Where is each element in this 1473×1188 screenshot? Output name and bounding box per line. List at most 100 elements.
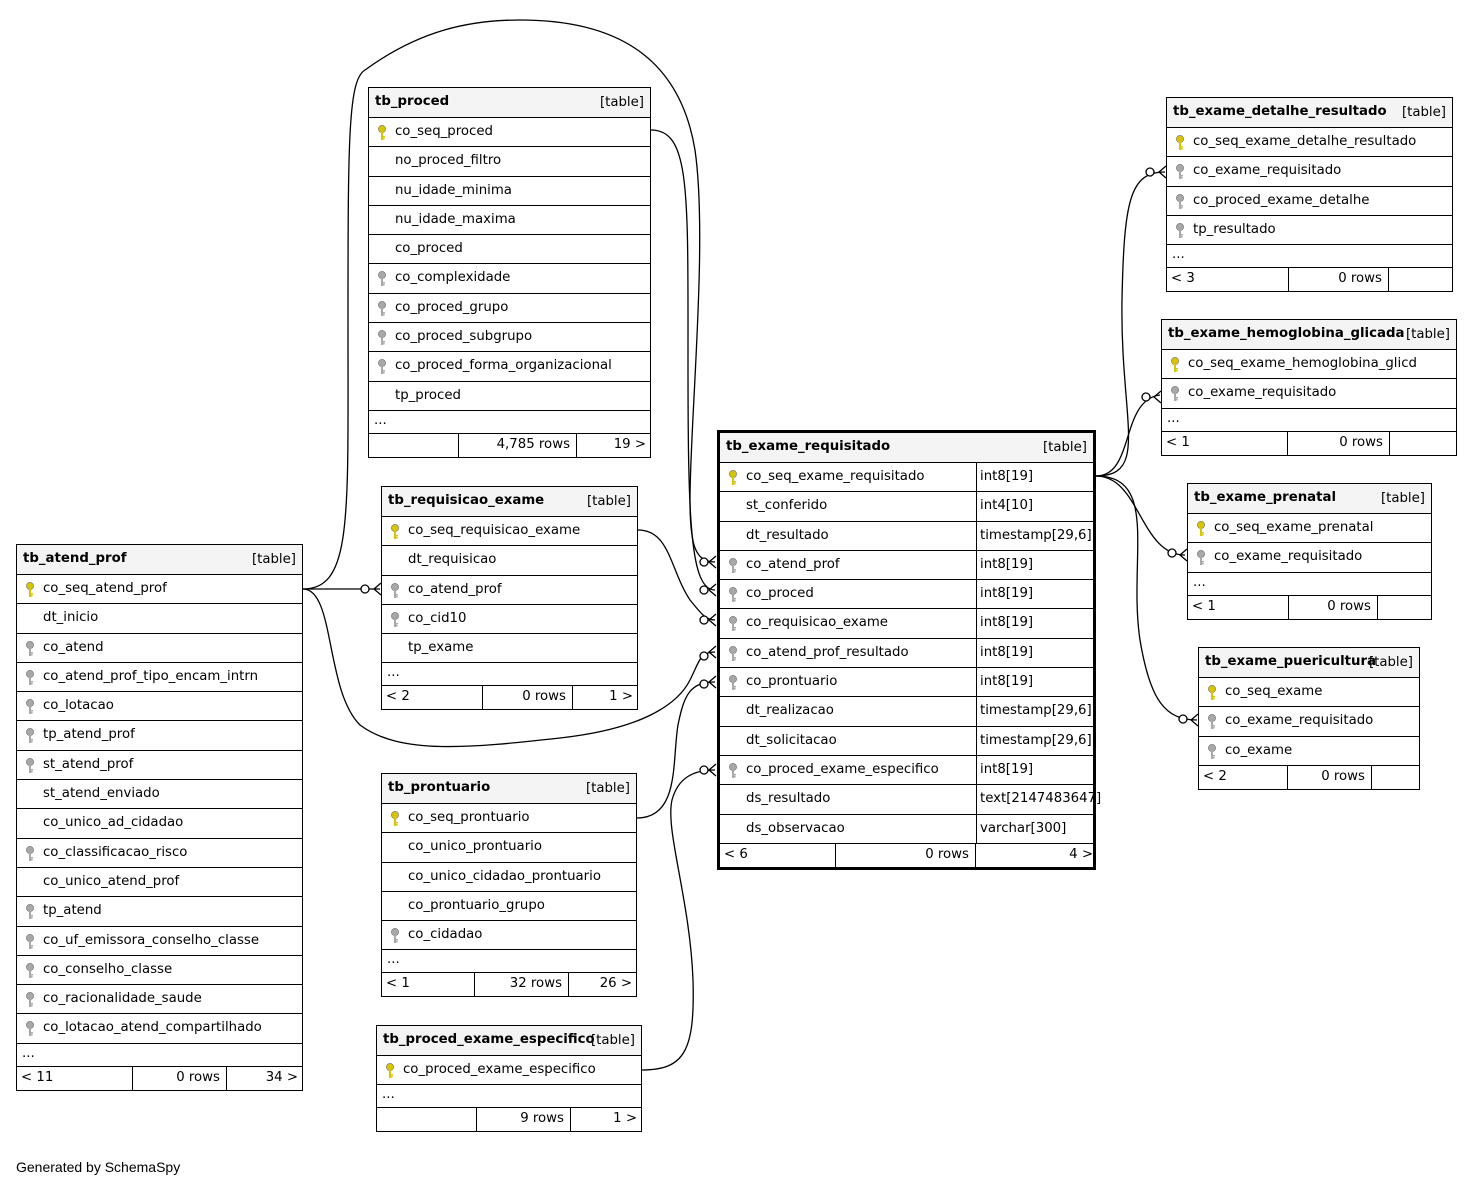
column-row[interactable]: co_proced_exame_especifico [377,1056,641,1086]
column-row[interactable]: co_seq_exame_hemoglobina_glicd [1162,350,1456,380]
table-tb-requisicao-exame[interactable]: tb_requisicao_exame[table]co_seq_requisi… [381,486,638,711]
column-row[interactable]: dt_requisicao [382,546,637,576]
column-row[interactable]: co_proced_subgrupo [369,323,650,353]
column-row[interactable]: co_atend_prof_tipo_encam_intrn [17,663,302,693]
table-header[interactable]: tb_exame_hemoglobina_glicada[table] [1162,320,1456,350]
column-row[interactable]: co_racionalidade_saude [17,985,302,1015]
foreign-key-icon [25,962,35,979]
column-row[interactable]: co_proced_exame_detalhe [1167,187,1452,216]
column-row[interactable]: co_proced_grupo [369,294,650,324]
column-row[interactable]: nu_idade_minima [369,177,650,206]
column-row[interactable]: co_proced_forma_organizacional [369,352,650,382]
column-row[interactable]: co_complexidade [369,264,650,294]
column-row[interactable]: co_seq_atend_prof [17,575,302,605]
table-tb-exame-puericultura[interactable]: tb_exame_puericultura[table] co_seq_exame… [1198,647,1420,790]
table-tag: [table] [251,552,296,567]
column-row[interactable]: dt_inicio [17,604,302,634]
column-row[interactable]: tp_resultado [1167,216,1452,246]
table-header[interactable]: tb_exame_puericultura[table] [1199,648,1419,678]
column-row[interactable]: co_proced [369,235,650,265]
column-row[interactable]: st_atend_prof [17,751,302,781]
column-name: co_seq_exame_hemoglobina_glicd [1188,356,1417,371]
table-tb-exame-requisitado[interactable]: tb_exame_requisitado[table]co_seq_exame_… [717,430,1101,870]
column-name: st_conferido [746,498,828,514]
column-row[interactable]: co_exame_requisitado [1162,379,1456,409]
column-row[interactable]: tp_proced [369,382,650,411]
table-tb-exame-detalhe-resultado[interactable]: tb_exame_detalhe_resultado[table]co_seq_… [1166,97,1453,293]
table-tb-exame-prenatal[interactable]: tb_exame_prenatal[table]co_seq_exame_pre… [1187,483,1432,620]
table-tb-proced-exame-especifico[interactable]: tb_proced_exame_especifico[table]co_proc… [376,1025,642,1133]
column-row[interactable]: tp_atend [17,897,302,927]
column-row[interactable]: co_uf_emissora_conselho_classe [17,927,302,956]
column-row[interactable]: co_unico_prontuario [382,833,636,863]
column-row[interactable]: co_seq_prontuario [382,804,636,834]
column-name: co_unico_cidadao_prontuario [408,868,601,884]
column-row[interactable]: co_seq_exame_detalhe_resultado [1167,128,1452,158]
table-tb-exame-hemoglobina-glicada[interactable]: tb_exame_hemoglobina_glicada[table] co_se… [1161,319,1457,456]
table-header[interactable]: tb_exame_requisitado[table] [720,433,1093,463]
column-name: tp_resultado [1193,221,1276,237]
table-header[interactable]: tb_exame_detalhe_resultado[table] [1167,98,1452,128]
generated-by-credit: Generated by SchemaSpy [16,1159,181,1175]
column-name: co_seq_exame [1225,684,1323,699]
column-row[interactable]: co_cidadao [382,921,636,951]
table-tag: [table] [585,781,630,796]
column-row[interactable]: co_unico_atend_prof [17,868,302,898]
table-header[interactable]: tb_atend_prof[table] [17,545,302,575]
column-row[interactable]: co_unico_ad_cidadao [17,809,302,839]
column-row[interactable]: tp_atend_prof [17,721,302,751]
column-row[interactable]: co_lotacao_atend_compartilhado [17,1014,302,1044]
table-header[interactable]: tb_requisicao_exame[table] [382,487,637,517]
column-name: co_exame_requisitado [1214,549,1363,565]
edge-proced-exame-especifico [641,769,716,1071]
column-row[interactable]: co_exame_requisitado [1199,707,1419,737]
column-row[interactable]: co_seq_exame_prenatal [1188,514,1431,544]
edge-prenatal [1095,475,1186,556]
column-row[interactable]: co_conselho_classe [17,956,302,986]
column-name: co_unico_atend_prof [43,873,180,889]
column-row[interactable]: st_atend_enviado [17,780,302,810]
column-type: int8[19] [980,644,1034,660]
table-header[interactable]: tb_exame_prenatal[table] [1188,484,1431,514]
column-row[interactable]: co_unico_cidadao_prontuario [382,863,636,892]
column-row[interactable]: co_exame_requisitado [1167,157,1452,187]
column-row[interactable]: co_seq_proced [369,118,650,148]
column-row[interactable]: co_seq_requisicao_exame [382,517,637,547]
more-columns-ellipsis: ... [382,663,637,687]
column-row[interactable]: co_atend_prof [382,576,637,605]
column-row[interactable]: co_prontuario_grupo [382,892,636,922]
column-row[interactable]: co_exame [1199,737,1419,766]
column-row[interactable]: co_cid10 [382,605,637,635]
foreign-key-icon [25,1021,35,1037]
column-name: co_proced [746,586,814,602]
column-row[interactable]: co_classificacao_risco [17,839,302,868]
table-header[interactable]: tb_prontuario[table] [382,774,636,804]
table-header[interactable]: tb_proced[table] [369,88,650,118]
column-row[interactable]: no_proced_filtro [369,147,650,177]
column-row[interactable]: co_lotacao [17,692,302,722]
column-row[interactable]: co_exame_requisitado [1188,543,1431,573]
column-row[interactable]: co_atend [17,634,302,663]
column-row[interactable]: nu_idade_maxima [369,206,650,236]
table-header[interactable]: tb_proced_exame_especifico[table] [377,1026,641,1056]
column-row[interactable]: co_seq_exame [1199,678,1419,708]
foreign-key-icon [1196,550,1206,566]
table-tag: [table] [1042,440,1087,455]
column-row[interactable]: tp_exame [382,634,637,664]
